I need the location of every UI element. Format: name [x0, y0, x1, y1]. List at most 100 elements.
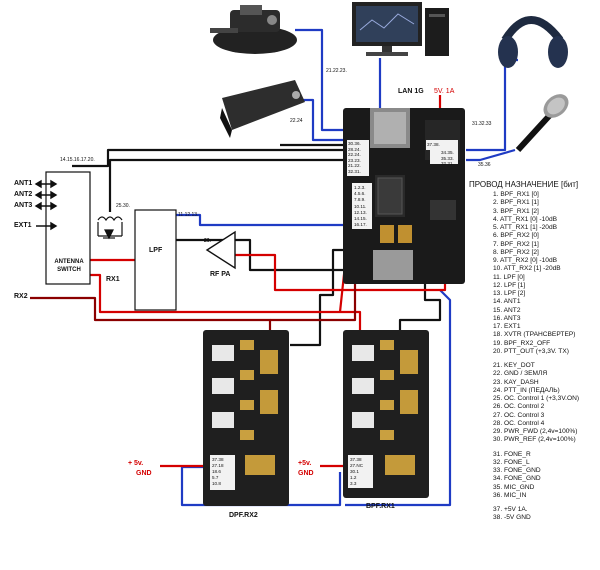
microphone-icon — [515, 94, 569, 153]
rx-pins-label: 25.30. — [116, 203, 130, 209]
pin-list-row: 6. BPF_RX2 [0] — [493, 232, 539, 240]
pin-list-row: 20. PTT_OUT (+3,3V. TX) — [493, 347, 569, 355]
headset-wire — [466, 58, 518, 152]
pin-list-row: 28. OC. Control 4 — [493, 419, 545, 427]
rx-relay-icon — [97, 216, 123, 240]
ant3-label: ANT3 — [14, 202, 33, 209]
bpf-control-wire — [398, 280, 442, 340]
pin-list-row: 4. ATT_RX1 [0] -10dB — [493, 215, 558, 223]
pin-list-row: 27. OC. Control 3 — [493, 411, 545, 419]
power-connector-pin-labels: 37.38. — [427, 142, 440, 148]
pin-list-row: 9. ATT_RX2 [0] -10dB — [493, 257, 558, 264]
bpf-pin-1: 27.NC — [350, 463, 364, 468]
audio-pins-label: 31.32.33 — [472, 121, 492, 127]
gnd-left-label: GND — [136, 470, 152, 477]
mic-wire — [466, 148, 516, 162]
pa-pin-label: 20. — [204, 238, 211, 244]
dpf-rx2-label: DPF.RX2 — [229, 512, 258, 519]
rf-out-wire — [235, 253, 447, 292]
gnd-right-label: GND — [298, 470, 314, 477]
pin-list-row: 12. LPF [1] — [493, 281, 526, 289]
main-pin-5: 32.31. — [348, 168, 361, 174]
pin-list-row: 17. EXT1 — [493, 323, 521, 330]
main-board-pin-labels: 30.36. 28.24. 22.24. 23.23. 21.22. 32.31… — [348, 141, 361, 175]
pin-list-row: 37. +5V 1A. — [493, 506, 528, 513]
plus5v-left-label: + 5v. — [128, 460, 144, 467]
bpf-pin-2: 30.1 — [350, 469, 359, 474]
rx1-label: RX1 — [106, 276, 120, 283]
bpf-power-wire — [345, 289, 452, 507]
lpf-box — [134, 209, 177, 311]
audio-connector-pin-labels: 34.35. 35.33. 32.31. — [441, 150, 454, 167]
wires — [30, 28, 518, 507]
pin-list-row: 16. ANT3 — [493, 314, 521, 322]
antenna-switch-label: ANTENNA SWITCH — [54, 259, 84, 273]
dpf-pin-0: 37.38 — [212, 457, 224, 462]
dpf-rx2-board — [203, 330, 289, 506]
side-pin-2: 7.8.9. — [354, 197, 366, 203]
pin-list-row: 19. BPF_RX2_OFF — [493, 339, 551, 347]
side-pin-5: 14.15. — [354, 216, 367, 222]
lpf-pins-label: 11.12.13.. — [178, 212, 200, 218]
bpf-pin-3: 1.2 — [350, 475, 357, 480]
pin-list-row: 13. LPF [2] — [493, 290, 526, 297]
mic-pins-label: 35.36 — [478, 162, 491, 168]
ant1-label: ANT1 — [14, 180, 33, 187]
pin-list-row: 21. KEY_DOT — [493, 362, 535, 369]
pin-list-row: 25. OC. Control 1 (+3,3V.ON) — [493, 395, 580, 402]
bpf-rx1-board — [343, 330, 429, 498]
pin-list-row: 8. BPF_RX2 [2] — [493, 248, 539, 256]
pin-list-row: 32. FONE_L — [493, 458, 530, 466]
power-pin-0: 37.38. — [427, 142, 440, 147]
rf-pa-label: RF PA — [210, 271, 231, 278]
dpf-pin-2: 18.6 — [212, 469, 221, 474]
rx2-label: RX2 — [14, 293, 28, 300]
pedal-pins-label: 22.24 — [290, 118, 303, 124]
dpf-connector-pin-labels: 37.38 27.18 18.6 5.7 10.8 — [212, 457, 224, 487]
lan-label: LAN 1G — [398, 88, 424, 95]
power-top-label: 5V. 1A — [434, 88, 455, 95]
side-pin-3: 10.11. — [354, 203, 367, 209]
pin-list-heading: ПРОВОД НАЗНАЧЕНИЕ [бит] — [469, 180, 579, 189]
side-pin-0: 1.2.3. — [354, 185, 366, 190]
pin-list-row: 7. BPF_RX2 [1] — [493, 240, 539, 248]
main-pin-4: 21.22. — [348, 163, 361, 169]
ant2-label: ANT2 — [14, 191, 33, 198]
antenna-control-wire — [72, 148, 345, 168]
pin-list-row: 29. PWR_FWD (2,4v=100%) — [493, 428, 578, 435]
side-pin-4: 12.13. — [354, 209, 367, 215]
pin-list-row: 18. XVTR (ТРАНСВЕРТЕР) — [493, 331, 576, 339]
ant-pins-label: 14.15.16.17.20. — [60, 157, 95, 163]
main-pin-1: 28.24. — [348, 146, 361, 152]
bpf-rx1-label: BPF.RX1 — [366, 503, 395, 510]
pin-list-groups: 1. BPF_RX1 [0]2. BPF_RX1 [1]3. BPF_RX1 [… — [469, 191, 599, 523]
pin-list-row: 5. ATT_RX1 [1] -20dB — [493, 224, 558, 231]
pin-list-row: 3. BPF_RX1 [2] — [493, 207, 539, 215]
pin-list-row: 35. MIC_GND — [493, 483, 535, 491]
pin-list-row: 36. MIC_IN — [493, 491, 527, 499]
lpf-control-wire — [176, 213, 345, 227]
dpf-pin-1: 27.18 — [212, 463, 224, 468]
bpf-pin-4: 3.3 — [350, 481, 357, 486]
computer-icon — [352, 2, 449, 56]
audio-pin-1: 35.33. — [441, 155, 454, 161]
pin-list-row: 14. ANT1 — [493, 298, 521, 306]
audio-pin-0: 34.35. — [441, 150, 454, 155]
plus5v-right-label: +5v. — [298, 460, 312, 467]
bpf-connector-pin-labels: 37.38 27.NC 30.1 1.2 3.3 — [350, 457, 363, 487]
foot-pedal-icon — [220, 80, 305, 138]
main-pin-0: 30.36. — [348, 141, 361, 146]
antenna-arrows — [34, 179, 58, 231]
bpf-pin-0: 37.38 — [350, 457, 362, 462]
headphones-icon — [498, 16, 568, 68]
pin-list-row: 31. FONE_R — [493, 450, 531, 458]
pin-list-row: 1. BPF_RX1 [0] — [493, 191, 539, 198]
rx1-wire — [90, 273, 362, 340]
pin-list-row: 11. LPF [0] — [493, 273, 525, 281]
main-pin-2: 22.24. — [348, 152, 361, 158]
pin-list-row: 10. ATT_RX2 [1] -20dB — [493, 265, 561, 273]
cw-key-icon — [210, 5, 297, 54]
main-pin-3: 23.23. — [348, 157, 361, 163]
pin-list-row: 2. BPF_RX1 [1] — [493, 199, 539, 207]
